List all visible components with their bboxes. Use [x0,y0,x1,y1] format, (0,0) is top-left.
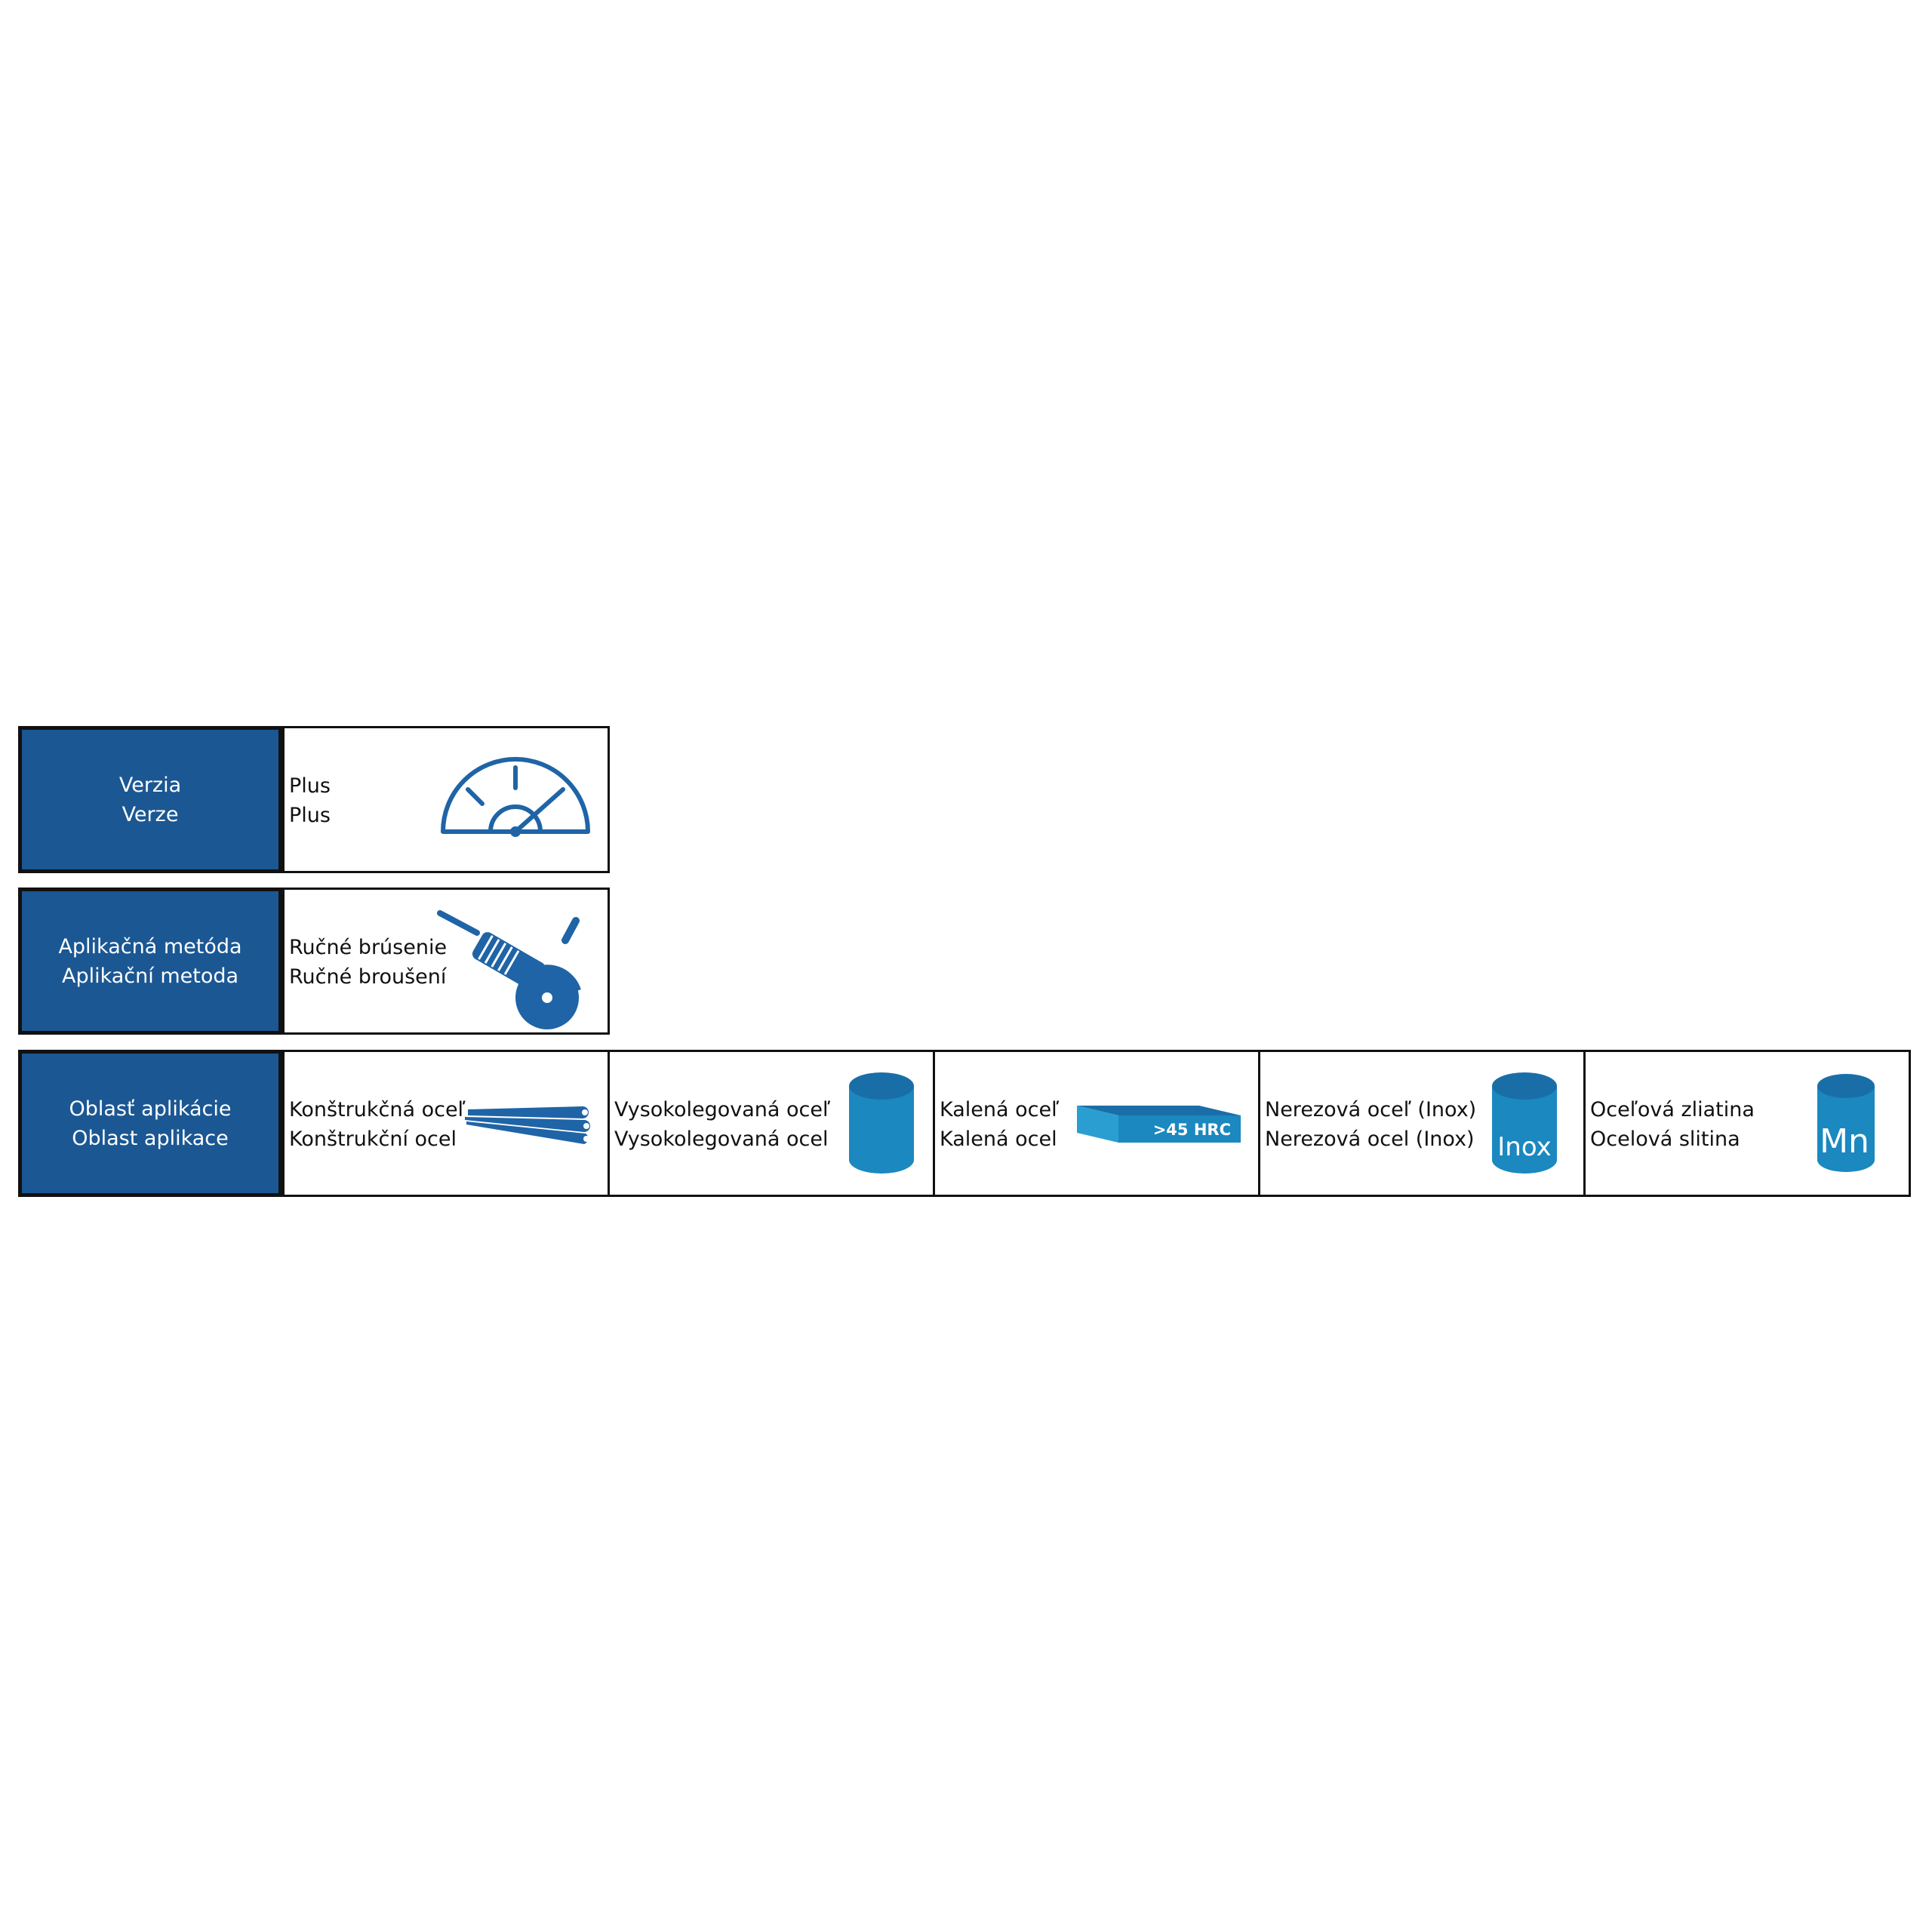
cell-line-sk: Plus [289,774,331,798]
application-method-cell: Ručné brúsenie Ručné broušení [282,888,610,1035]
label-line-cz: Aplikační metoda [61,964,239,988]
label-line-sk: Verzia [118,773,182,797]
inox-text: Inox [1497,1132,1551,1162]
hardened-plate-icon: >45 HRC [1077,1106,1241,1143]
material-cell-steel-alloy: Oceľová zliatina Ocelová slitina Mn [1583,1050,1911,1197]
cell-text: Kalená oceľ Kalená ocel [940,1095,1059,1154]
label-line-sk: Oblasť aplikácie [69,1097,232,1121]
cell-text: Plus Plus [289,771,331,830]
hrc-text: >45 HRC [1153,1121,1231,1139]
steel-bars-icon [465,1106,590,1144]
material-cell-stainless-steel: Nerezová oceľ (Inox) Nerezová ocel (Inox… [1258,1050,1586,1197]
cell-line-sk: Oceľová zliatina [1590,1098,1755,1121]
cell-line-cz: Konštrukční ocel [289,1128,457,1151]
cell-line-sk: Nerezová oceľ (Inox) [1265,1098,1477,1121]
cell-text: Oceľová zliatina Ocelová slitina [1590,1095,1755,1154]
cell-line-cz: Kalená ocel [940,1128,1057,1151]
cell-text: Konštrukčná oceľ Konštrukční ocel [289,1095,466,1154]
label-line-cz: Verze [122,802,179,826]
application-method-label: Aplikačná metóda Aplikační metoda [18,888,282,1035]
cell-line-sk: Konštrukčná oceľ [289,1098,466,1121]
cell-line-cz: Nerezová ocel (Inox) [1265,1128,1475,1151]
material-cell-high-alloy-steel: Vysokolegovaná oceľ Vysokolegovaná ocel [608,1050,935,1197]
cell-line-sk: Vysokolegovaná oceľ [614,1098,831,1121]
cell-line-sk: Kalená oceľ [940,1098,1060,1121]
material-cell-structural-steel: Konštrukčná oceľ Konštrukční ocel [282,1050,610,1197]
alloy-cylinder-icon: Mn [1817,1074,1875,1172]
speedometer-icon [441,757,590,837]
cell-text: Ručné brúsenie Ručné broušení [289,933,447,992]
cell-line-cz: Vysokolegovaná ocel [614,1128,829,1151]
cell-text: Vysokolegovaná oceľ Vysokolegovaná ocel [614,1095,830,1154]
version-cell: Plus Plus [282,726,610,873]
inox-cylinder-icon: Inox [1492,1072,1557,1174]
cell-text: Nerezová oceľ (Inox) Nerezová ocel (Inox… [1265,1095,1476,1154]
angle-grinder-icon [437,910,581,1029]
cell-line-cz: Plus [289,804,331,827]
label-line-sk: Aplikačná metóda [58,934,242,958]
cell-line-cz: Ocelová slitina [1590,1128,1740,1151]
version-label: Verzia Verze [18,726,282,873]
cylinder-icon [849,1072,914,1174]
material-cell-hardened-steel: Kalená oceľ Kalená ocel >45 HRC [933,1050,1260,1197]
mn-text: Mn [1820,1122,1869,1161]
application-area-label: Oblasť aplikácie Oblast aplikace [18,1050,282,1197]
cell-line-sk: Ručné brúsenie [289,936,448,959]
cell-line-cz: Ručné broušení [289,965,447,989]
label-line-cz: Oblast aplikace [72,1126,229,1150]
